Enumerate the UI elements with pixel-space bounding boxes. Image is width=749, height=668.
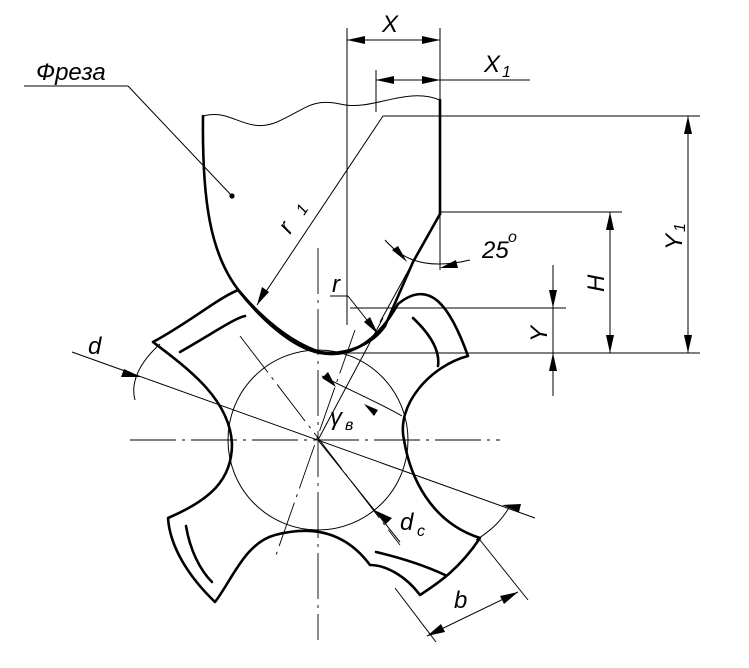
x-label: X [381,11,399,38]
r-arrow [364,317,378,334]
rake-angle: γ в [317,317,403,441]
x-arrow-right [422,36,440,44]
d-dimension-line [71,351,536,519]
gamma-label: γ [330,404,344,431]
y-dimension: Y r [330,265,566,396]
y-arrow-bottom [549,353,557,371]
angle-dimension: 25 о [379,214,517,323]
b-label: b [454,587,467,614]
b-extension-1 [479,539,529,601]
angle-unit: о [508,229,517,246]
r1-radius-line [256,115,384,306]
r1-label-sub: 1 [293,201,312,218]
r-label: r [332,271,341,298]
angle-label: 25 [481,237,509,264]
x1-arrow-left [376,76,394,84]
d-arrow-left [121,369,141,377]
b-arrow-left [427,624,445,636]
angle-arrow-right [440,260,458,268]
b-extension-2 [394,587,437,643]
cutter-flank-extension [379,261,414,323]
d-label: d [88,333,102,360]
b-arrow-right [500,592,518,604]
d-extension-arc-right [475,505,511,541]
r1-dimension: r 1 [256,115,384,306]
y-arrow-top [549,290,557,308]
cutter-left-flank [201,114,322,354]
rake-arrow-left [322,372,336,387]
dc-dimension: d c [317,439,425,543]
x-dimensions: X X 1 [346,11,530,325]
y1-arrow-bottom [684,335,692,353]
workpiece-outline [151,288,482,604]
core-diameter-circle [227,349,409,531]
x-arrow-left [347,36,365,44]
dc-arrow [374,510,392,524]
y-label: Y [526,324,553,342]
rake-reference-line [317,317,384,441]
x1-label-sub: 1 [502,64,511,81]
y1-arrow-top [684,116,692,134]
tooth-axis-2 [275,329,356,556]
r1-arrow [257,287,269,305]
milling-cutter [201,95,442,355]
cutter-leader-line [127,85,233,197]
d-dimension: d [71,333,536,541]
cutter-right-flank [383,212,442,328]
dc-label-sub: c [417,523,425,540]
d-arrow-right [502,504,521,512]
dc-label: d [400,509,414,536]
x1-label: X [483,51,501,78]
flute-back-1 [178,314,247,354]
h-arrow-bottom [606,335,614,353]
cutter-label-group: Фреза [24,59,233,197]
cutter-break-line [202,95,441,127]
flute-back-4 [184,524,214,584]
dc-dimension-line [317,439,401,543]
h-arrow-top [606,212,614,230]
d-extension-arc-left [133,343,161,401]
vertical-dimensions: Y 1 H [320,115,700,354]
angle-arrow-left [392,246,407,262]
r1-label: r [273,216,300,239]
y1-label: Y [661,232,688,250]
x1-arrow-right [422,76,440,84]
workpiece-section [151,288,482,604]
flute-back-3 [374,550,447,577]
cutter-label: Фреза [36,59,106,86]
gamma-label-sub: в [345,417,353,434]
b-dimension: b [394,539,529,643]
h-label: H [583,274,610,292]
flute-back-2 [411,316,440,368]
rake-arrow-right [364,404,378,416]
y1-label-sub: 1 [672,223,689,232]
